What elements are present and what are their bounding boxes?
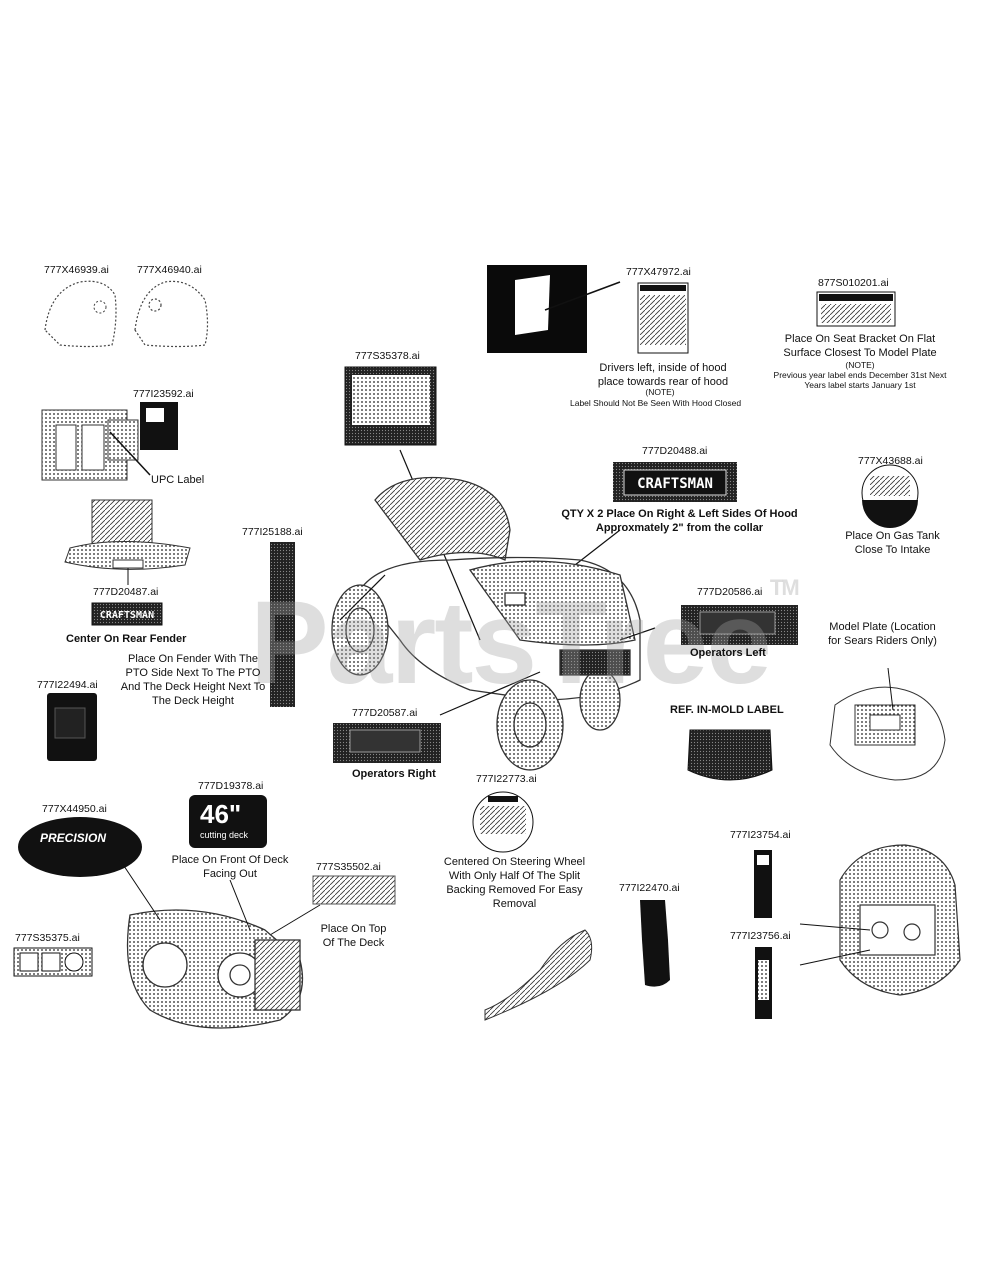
seat-note-tag: (NOTE) — [845, 360, 875, 370]
part-number-s35378: 777S35378.ai — [355, 350, 420, 362]
precision-decal — [18, 817, 142, 877]
part-number-44950: 777X44950.ai — [42, 803, 107, 815]
seat-bracket-note: Place On Seat Bracket On Flat Surface Cl… — [783, 333, 937, 359]
part-number-s35502: 777S35502.ai — [316, 861, 381, 873]
front-deck-note: Place On Front Of Deck Facing Out — [171, 854, 289, 880]
fender-decal-right — [134, 280, 209, 348]
part-number-22773: 777I22773.ai — [476, 773, 537, 785]
top-deck-note: Place On Top Of The Deck — [320, 923, 387, 949]
model-plate-note: Model Plate (Location for Sears Riders O… — [828, 621, 937, 647]
part-number-22470: 777I22470.ai — [619, 882, 680, 894]
drivers-left-note: Drivers left, inside of hood place towar… — [597, 362, 729, 388]
pto-note: Place On Fender With The PTO Side Next T… — [120, 653, 266, 707]
fender-decal-left — [44, 280, 117, 348]
part-number-d20488: 777D20488.ai — [642, 445, 708, 457]
part-number-23754: 777I23754.ai — [730, 829, 791, 841]
part-number-47972: 777X47972.ai — [626, 266, 691, 278]
part-number-877s: 877S010201.ai — [818, 277, 889, 289]
dash-panel-drawing — [839, 844, 961, 996]
svg-text:CRAFTSMAN: CRAFTSMAN — [637, 476, 713, 492]
deck-46-decal — [189, 795, 267, 848]
decal-25188-strip — [270, 542, 295, 707]
footrest-drawing — [484, 929, 593, 1021]
part-number-46940: 777X46940.ai — [137, 264, 202, 276]
steering-wheel-note: Centered On Steering Wheel With Only Hal… — [443, 856, 586, 910]
craftsman-small-decal — [91, 602, 163, 626]
part-number-23756: 777I23756.ai — [730, 930, 791, 942]
decal-23754 — [754, 850, 772, 918]
part-number-d20587: 777D20587.ai — [352, 707, 418, 719]
decal-22470 — [640, 900, 670, 987]
tractor-drawing — [331, 476, 641, 771]
operators-right-note: Operators Right — [352, 768, 436, 780]
part-number-46939: 777X46939.ai — [44, 264, 109, 276]
seat-bracket-drawing — [41, 409, 139, 481]
precision-text: PRECISION — [40, 831, 107, 845]
part-number-d20586: 777D20586.ai — [697, 586, 763, 598]
rear-fender-drawing — [64, 499, 191, 570]
part-number-22494: 777I22494.ai — [37, 679, 98, 691]
decal-47972-table — [637, 282, 689, 354]
in-mold-note: REF. IN-MOLD LABEL — [670, 704, 784, 716]
qty-hood-note: QTY X 2 Place On Right & Left Sides Of H… — [561, 508, 798, 534]
center-rear-fender-note: Center On Rear Fender — [66, 633, 187, 645]
model-plate-drawing — [829, 686, 946, 781]
hood-note: Label Should Not Be Seen With Hood Close… — [570, 398, 742, 408]
cutting-deck-text: cutting deck — [200, 830, 249, 840]
operators-left-note: Operators Left — [690, 647, 766, 659]
part-number-23592: 777I23592.ai — [133, 388, 194, 400]
part-number-d19378: 777D19378.ai — [198, 780, 264, 792]
gas-tank-note: Place On Gas Tank Close To Intake — [845, 530, 940, 556]
fender-decal-hole — [93, 300, 107, 314]
seat-small-note: Previous year label ends December 31st N… — [773, 370, 947, 390]
part-number-25188: 777I25188.ai — [242, 526, 303, 538]
part-number-s35375: 777S35375.ai — [15, 932, 80, 944]
deck-46-text: 46" — [200, 799, 242, 829]
upc-label: UPC Label — [151, 474, 205, 486]
in-mold-label — [687, 729, 773, 781]
svg-text:CRAFTSMAN: CRAFTSMAN — [100, 610, 154, 621]
part-number-43688: 777X43688.ai — [858, 455, 923, 467]
mower-deck-drawing — [126, 909, 304, 1029]
note-tag: (NOTE) — [645, 387, 675, 397]
part-number-d20487: 777D20487.ai — [93, 586, 159, 598]
decal-s35502 — [312, 875, 396, 905]
watermark: PartsTreeTM — [250, 575, 800, 709]
